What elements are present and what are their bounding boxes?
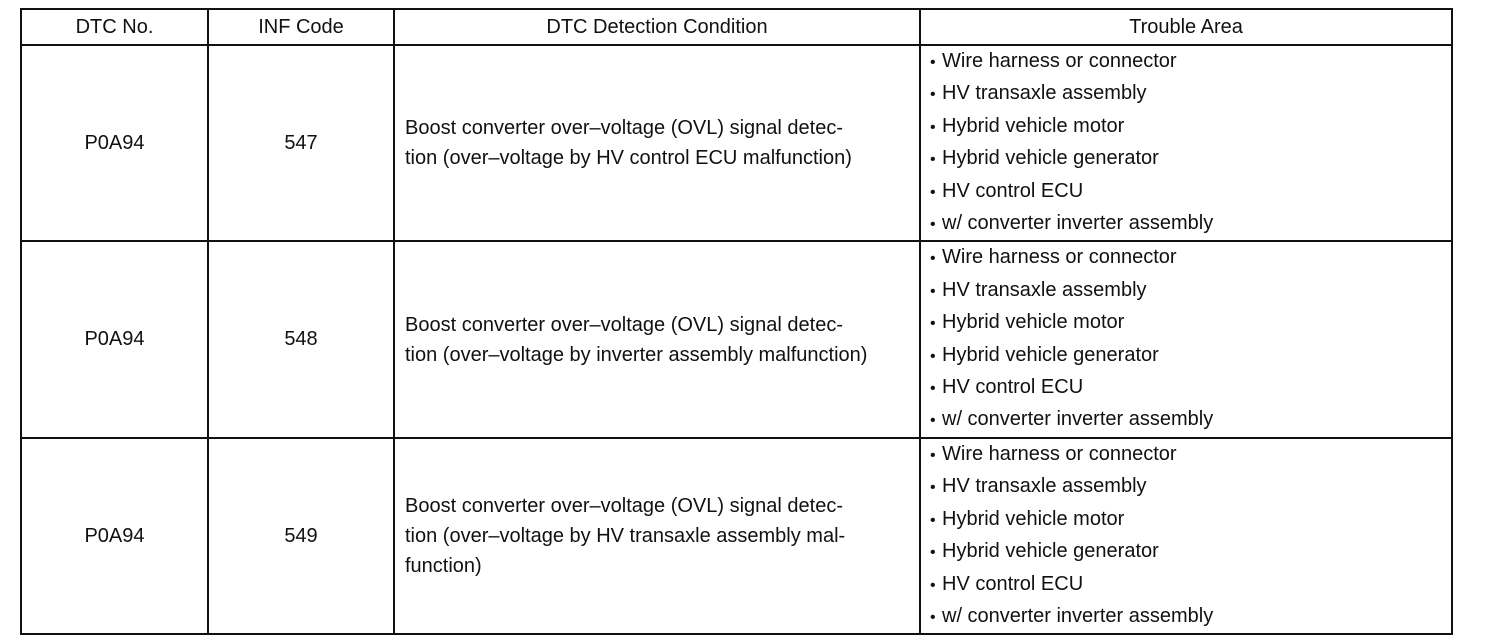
detection-condition-cell: Boost converter over–voltage (OVL) signa…: [393, 240, 921, 439]
trouble-area-item: Hybrid vehicle motor: [942, 114, 1125, 137]
header-trouble-area: Trouble Area: [919, 8, 1453, 46]
trouble-area-item: HV control ECU: [942, 179, 1084, 202]
trouble-area-list: • Wire harness or connector • HV transaxle…: [930, 439, 1451, 633]
header-inf-code: INF Code: [207, 8, 395, 46]
dtc-table: DTC No. INF Code DTC Detection Condition…: [20, 8, 1453, 635]
list-item: • w/ converter inverter assembly: [930, 404, 1451, 436]
list-item: • Hybrid vehicle generator: [930, 143, 1451, 175]
list-item: • Wire harness or connector: [930, 439, 1451, 471]
bullet-icon: •: [930, 608, 936, 626]
bullet-icon: •: [930, 446, 936, 464]
trouble-area-cell: • Wire harness or connector • HV transaxle…: [919, 240, 1453, 439]
condition-line: tion (over–voltage by inverter assembly …: [405, 343, 868, 366]
list-item: • w/ converter inverter assembly: [930, 208, 1451, 240]
inf-code-cell: 548: [207, 240, 395, 439]
trouble-area-cell: • Wire harness or connector • HV transaxle…: [919, 436, 1453, 635]
condition-line: Boost converter over–voltage (OVL) signa…: [405, 495, 843, 518]
condition-line: function): [405, 555, 482, 578]
list-item: • HV control ECU: [930, 176, 1451, 208]
condition-line: tion (over–voltage by HV control ECU mal…: [405, 147, 852, 170]
table-row: P0A94 548 Boost converter over–voltage (…: [20, 240, 1453, 439]
list-item: • Wire harness or connector: [930, 46, 1451, 78]
dtc-number-cell: P0A94: [20, 43, 209, 243]
trouble-area-item: Hybrid vehicle generator: [942, 343, 1159, 366]
trouble-area-item: Wire harness or connector: [942, 246, 1177, 269]
list-item: • Wire harness or connector: [930, 242, 1451, 274]
bullet-icon: •: [930, 544, 936, 562]
trouble-area-list: • Wire harness or connector • HV transaxle…: [930, 46, 1451, 240]
detection-condition-cell: Boost converter over–voltage (OVL) signa…: [393, 43, 921, 243]
table-row: P0A94 547 Boost converter over–voltage (…: [20, 43, 1453, 243]
list-item: • Hybrid vehicle generator: [930, 340, 1451, 372]
list-item: • HV control ECU: [930, 569, 1451, 601]
bullet-icon: •: [930, 216, 936, 234]
bullet-icon: •: [930, 479, 936, 497]
condition-line: Boost converter over–voltage (OVL) signa…: [405, 313, 843, 336]
list-item: • w/ converter inverter assembly: [930, 601, 1451, 633]
trouble-area-cell: • Wire harness or connector • HV transaxle…: [919, 43, 1453, 243]
trouble-area-item: w/ converter inverter assembly: [942, 212, 1214, 235]
trouble-area-list: • Wire harness or connector • HV transaxle…: [930, 242, 1451, 436]
header-row: DTC No. INF Code DTC Detection Condition…: [20, 8, 1453, 46]
dtc-number-cell: P0A94: [20, 436, 209, 635]
inf-code-cell: 547: [207, 43, 395, 243]
condition-line: tion (over–voltage by HV transaxle assem…: [405, 525, 846, 548]
table-header: DTC No. INF Code DTC Detection Condition…: [20, 8, 1453, 46]
trouble-area-item: Wire harness or connector: [942, 442, 1177, 465]
bullet-icon: •: [930, 380, 936, 398]
condition-line: Boost converter over–voltage (OVL) signa…: [405, 117, 843, 140]
dtc-number-cell: P0A94: [20, 240, 209, 439]
bullet-icon: •: [930, 576, 936, 594]
bullet-icon: •: [930, 282, 936, 300]
list-item: • Hybrid vehicle motor: [930, 504, 1451, 536]
bullet-icon: •: [930, 86, 936, 104]
trouble-area-item: Hybrid vehicle generator: [942, 147, 1159, 170]
list-item: • Hybrid vehicle generator: [930, 536, 1451, 568]
trouble-area-item: HV transaxle assembly: [942, 475, 1147, 498]
header-dtc-no: DTC No.: [20, 8, 209, 46]
bullet-icon: •: [930, 151, 936, 169]
list-item: • Hybrid vehicle motor: [930, 307, 1451, 339]
trouble-area-item: HV transaxle assembly: [942, 82, 1147, 105]
list-item: • HV transaxle assembly: [930, 471, 1451, 503]
list-item: • HV transaxle assembly: [930, 78, 1451, 110]
inf-code-cell: 549: [207, 436, 395, 635]
bullet-icon: •: [930, 347, 936, 365]
bullet-icon: •: [930, 118, 936, 136]
trouble-area-item: HV control ECU: [942, 376, 1084, 399]
header-detection-condition: DTC Detection Condition: [393, 8, 921, 46]
trouble-area-item: w/ converter inverter assembly: [942, 408, 1214, 431]
list-item: • Hybrid vehicle motor: [930, 111, 1451, 143]
trouble-area-item: w/ converter inverter assembly: [942, 604, 1214, 627]
trouble-area-item: HV transaxle assembly: [942, 278, 1147, 301]
table-row: P0A94 549 Boost converter over–voltage (…: [20, 436, 1453, 635]
bullet-icon: •: [930, 183, 936, 201]
trouble-area-item: Hybrid vehicle generator: [942, 540, 1159, 563]
list-item: • HV transaxle assembly: [930, 275, 1451, 307]
trouble-area-item: Hybrid vehicle motor: [942, 311, 1125, 334]
trouble-area-item: Wire harness or connector: [942, 50, 1177, 72]
trouble-area-item: Hybrid vehicle motor: [942, 507, 1125, 530]
list-item: • HV control ECU: [930, 372, 1451, 404]
bullet-icon: •: [930, 315, 936, 333]
detection-condition-cell: Boost converter over–voltage (OVL) signa…: [393, 436, 921, 635]
bullet-icon: •: [930, 412, 936, 430]
bullet-icon: •: [930, 250, 936, 268]
bullet-icon: •: [930, 54, 936, 71]
table-body: P0A94 547 Boost converter over–voltage (…: [20, 43, 1453, 635]
bullet-icon: •: [930, 511, 936, 529]
trouble-area-item: HV control ECU: [942, 572, 1084, 595]
